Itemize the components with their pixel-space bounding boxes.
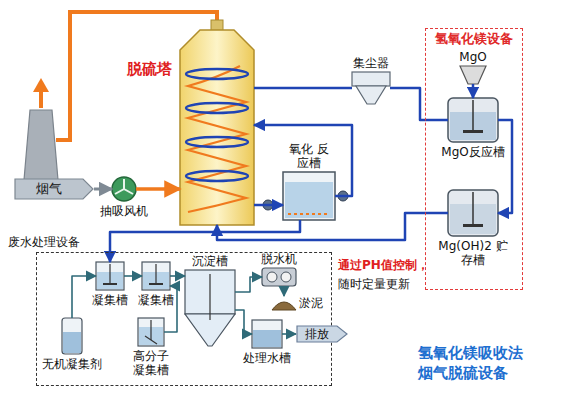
pipe-connector xyxy=(282,333,296,335)
node-label: 沉淀槽 xyxy=(192,254,228,268)
outlet-arrow: 排放 xyxy=(296,325,348,343)
note-label: 通过PH值控制， xyxy=(338,258,429,272)
equipment-region: 废水处理设备凝集槽凝集槽沉淀槽脱水机淤泥无机凝集剂高分子 凝集槽处理水槽 xyxy=(36,252,332,386)
inlet-arrow: 烟气 xyxy=(14,178,94,200)
pipe-connector xyxy=(390,88,448,120)
coagulant-bottle: 无机凝集剂 xyxy=(62,318,82,354)
oxidation-tank: 氧化 反应槽 xyxy=(283,172,335,220)
pipe-connector xyxy=(217,213,448,240)
node-label: 处理水槽 xyxy=(243,351,291,365)
reaction-tank: MgO反应槽 xyxy=(448,98,498,142)
pipe-connector xyxy=(254,204,283,207)
node-label: 抽吸风机 xyxy=(100,204,148,218)
node-label: 脱硫塔 xyxy=(127,62,172,76)
pipe-connector xyxy=(164,286,177,332)
node-label: 淤泥 xyxy=(299,296,323,310)
pipe-connector xyxy=(254,87,352,90)
sedimentation-tank: 沉淀槽 xyxy=(185,270,235,314)
note-label: 随时定量更新 xyxy=(338,277,410,291)
dewatering-machine: 脱水机 xyxy=(262,268,296,286)
pipe-connector xyxy=(254,125,352,196)
region-heading: 废水处理设备 xyxy=(8,235,80,249)
hopper: MgO xyxy=(460,66,486,84)
pipe-connector xyxy=(498,120,512,213)
node-label: 脱水机 xyxy=(261,252,297,266)
node-label: 排放 xyxy=(305,327,329,341)
pipe-connector xyxy=(170,275,185,277)
treated-water-tank: 处理水槽 xyxy=(252,320,282,348)
pipe-connector xyxy=(94,188,112,191)
storage-tank: Mg(OH)2 贮存槽 xyxy=(448,190,498,236)
node-label: 高分子 凝集槽 xyxy=(131,349,171,377)
node-label: 凝集槽 xyxy=(92,293,128,307)
equipment-region: 氢氧化镁设备 MgO MgO反应槽 Mg(OH)2 贮存槽 xyxy=(425,28,523,290)
pipe-connector xyxy=(235,277,262,292)
coagulation-tank: 凝集槽 xyxy=(96,262,124,290)
node-label: Mg(OH)2 贮存槽 xyxy=(437,239,509,267)
node-label: MgO反应槽 xyxy=(441,145,504,159)
arrow-outline xyxy=(15,179,93,199)
node-label: 集尘器 xyxy=(353,56,389,70)
pipe-connector xyxy=(283,286,285,296)
pipe-connector xyxy=(472,84,475,98)
dust-collector: 集尘器 xyxy=(352,72,390,104)
polymer-tank: 高分子 凝集槽 xyxy=(138,318,164,346)
node-label: 无机凝集剂 xyxy=(42,357,102,371)
node-label: MgO xyxy=(459,50,486,64)
caption: 氢氧化镁吸收法 烟气脱硫设备 xyxy=(418,343,536,383)
arrow-outline xyxy=(297,326,347,342)
pipe-connector xyxy=(136,187,180,191)
region-heading: 氢氧化镁设备 xyxy=(435,32,513,46)
desulfurization-tower: 脱硫塔 xyxy=(180,30,254,225)
pipe-connector xyxy=(124,275,142,277)
pipe-connector xyxy=(235,310,252,334)
node-label: 烟气 xyxy=(36,182,62,196)
node-label: 凝集槽 xyxy=(138,293,174,307)
sludge: 淤泥 xyxy=(272,296,296,310)
coagulation-tank: 凝集槽 xyxy=(142,262,170,290)
fan: 抽吸风机 xyxy=(112,177,136,201)
node-label: 氧化 反应槽 xyxy=(289,142,329,170)
